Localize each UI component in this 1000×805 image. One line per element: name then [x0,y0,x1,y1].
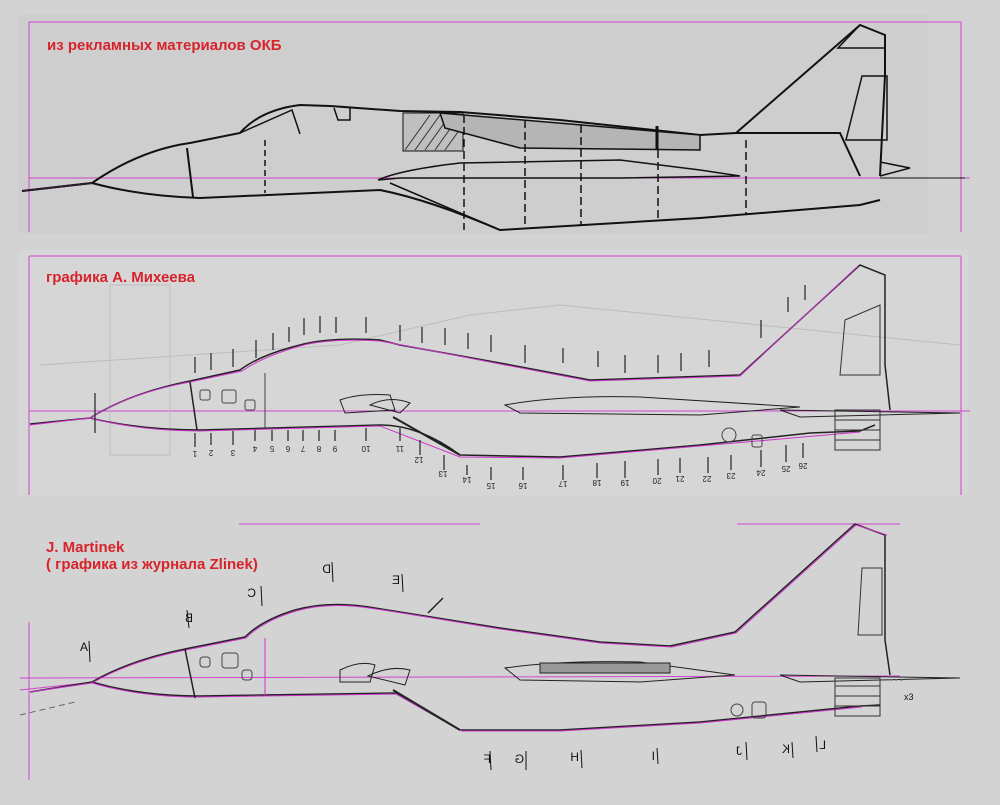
svg-text:2: 2 [208,448,213,457]
svg-text:C: C [247,586,256,600]
mikheev-aircraft-drawing: 1 2 3 4 5 6 7 8 9 10 11 12 13 14 15 16 1… [28,255,970,495]
section-A: A [80,640,88,654]
svg-text:H: H [570,750,579,764]
svg-text:23: 23 [726,471,735,480]
svg-text:1: 1 [192,449,197,458]
svg-text:3: 3 [230,448,235,457]
section-labels: A B C D E F G H I J K L [80,561,826,771]
panel-mikheev-caption: графика А. Михеева [46,269,196,286]
svg-text:E: E [392,573,400,587]
svg-text:11: 11 [395,444,404,453]
svg-text:F: F [484,752,491,766]
martinek-aircraft-drawing: A B C D E F G H I J K L x3 [19,523,961,780]
svg-text:4: 4 [252,444,257,453]
panel-mikheev: 1 2 3 4 5 6 7 8 9 10 11 12 13 14 15 16 1… [0,245,1000,500]
station-labels: 1 2 3 4 5 6 7 8 9 10 11 12 13 14 15 16 1… [192,444,807,490]
svg-text:D: D [322,562,331,576]
panel-okb-caption: из рекламных материалов ОКБ [47,37,282,54]
svg-text:21: 21 [675,474,684,483]
okb-aircraft-drawing [21,21,970,232]
svg-text:9: 9 [332,444,337,453]
svg-text:I: I [652,749,655,763]
svg-text:7: 7 [300,444,305,453]
svg-text:22: 22 [702,474,711,483]
svg-text:8: 8 [316,444,321,453]
svg-text:G: G [515,752,524,766]
panel-mikheev-background [18,250,968,495]
svg-text:10: 10 [361,444,370,453]
svg-text:17: 17 [558,479,567,488]
svg-text:19: 19 [620,478,629,487]
svg-text:14: 14 [462,475,471,484]
axis-label-x3: x3 [904,692,914,702]
svg-text:25: 25 [781,464,790,473]
svg-text:26: 26 [798,461,807,470]
panel-okb: из рекламных материалов ОКБ [0,0,1000,240]
svg-text:6: 6 [285,444,290,453]
svg-text:B: B [185,611,193,625]
svg-text:K: K [782,742,790,756]
panel-martinek: A B C D E F G H I J K L x3 J. Martin [0,510,1000,805]
svg-text:13: 13 [438,469,447,478]
svg-text:18: 18 [592,478,601,487]
svg-text:20: 20 [652,476,661,485]
svg-text:J: J [736,744,742,758]
panel-martinek-caption-line1: J. Martinek [46,539,125,556]
svg-text:5: 5 [269,444,274,453]
svg-text:12: 12 [414,455,423,464]
svg-text:16: 16 [518,481,527,490]
svg-text:L: L [819,738,826,752]
svg-text:24: 24 [756,468,765,477]
svg-text:15: 15 [486,481,495,490]
panel-martinek-caption-line2: ( графика из журнала Zlinek) [46,556,258,573]
